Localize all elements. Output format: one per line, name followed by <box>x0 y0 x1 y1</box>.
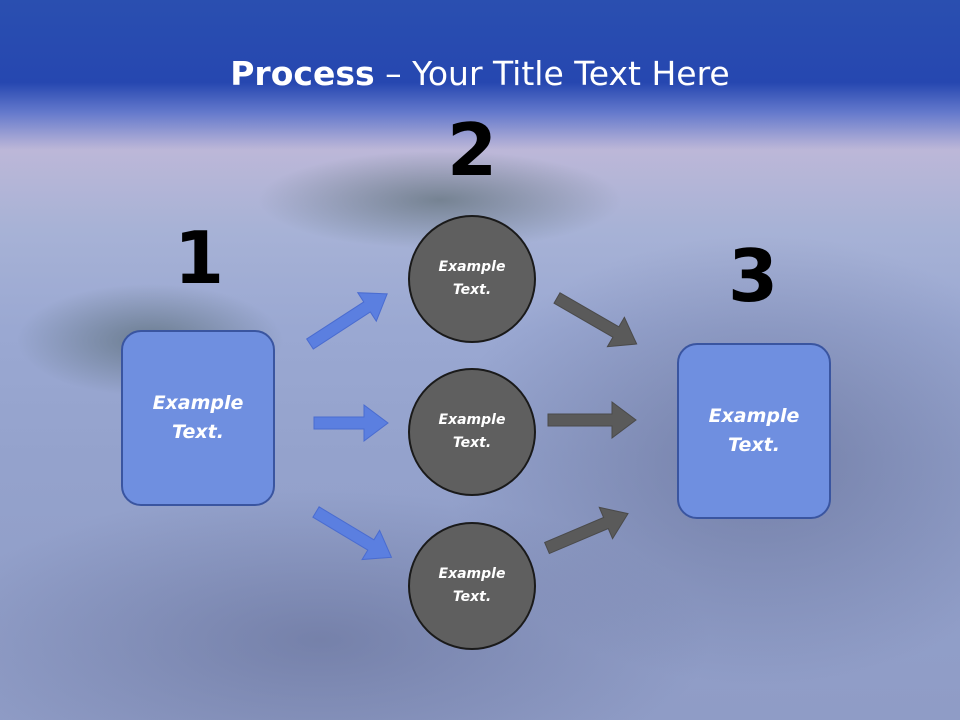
arrow-circle2-to-box3 <box>547 401 637 439</box>
step-circle-3: Example Text. <box>408 522 536 650</box>
step-box-3-label: Example Text. <box>708 405 800 456</box>
title-rest: – Your Title Text Here <box>374 54 730 93</box>
title-bar <box>0 0 960 150</box>
step-number-1: 1 <box>173 216 225 300</box>
arrow-box1-to-circle2 <box>313 404 389 442</box>
step-circle-1: Example Text. <box>408 215 536 343</box>
step-number-3: 3 <box>727 234 779 318</box>
arrow-box1-to-circle1 <box>306 292 388 350</box>
slide-title: Process – Your Title Text Here <box>0 54 960 94</box>
step-box-3: Example Text. <box>677 343 831 519</box>
step-circle-3-label: Example Text. <box>438 566 506 605</box>
step-circle-1-label: Example Text. <box>438 259 506 298</box>
step-circle-2: Example Text. <box>408 368 536 496</box>
arrow-circle3-to-box3 <box>543 506 629 555</box>
arrow-circle1-to-box3 <box>553 292 638 348</box>
arrow-box1-to-circle3 <box>312 506 393 561</box>
step-number-2: 2 <box>446 108 498 192</box>
title-bold: Process <box>230 54 375 93</box>
step-circle-2-label: Example Text. <box>438 412 506 451</box>
step-box-1-label: Example Text. <box>152 392 244 443</box>
step-box-1: Example Text. <box>121 330 275 506</box>
